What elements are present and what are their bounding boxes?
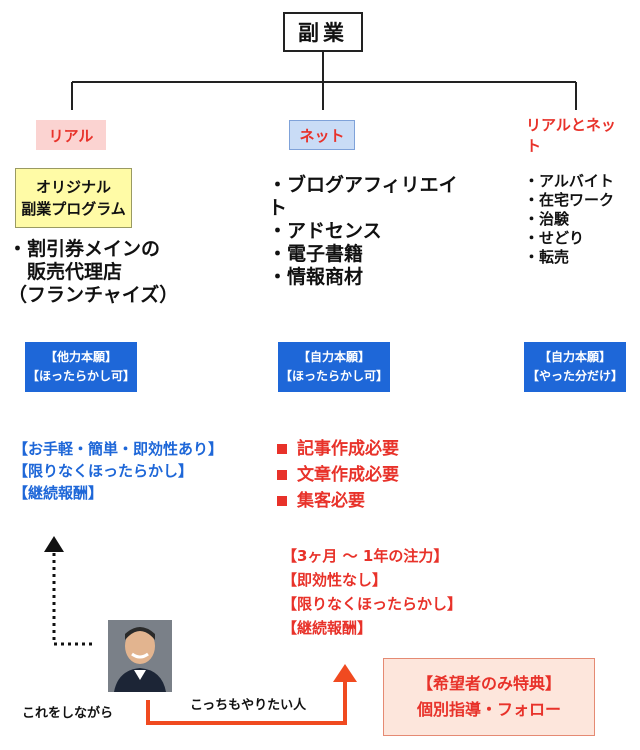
bonus-box: 【希望者のみ特典】 個別指導・フォロー (383, 658, 595, 736)
category-net: ネット (289, 120, 355, 150)
badge-line: 【ほったらかし可】 (279, 369, 388, 383)
category-net-label: ネット (299, 126, 345, 145)
red-arrow-head (333, 664, 357, 682)
red-arrow-line (146, 680, 347, 725)
list-item: ・アドセンス (268, 220, 382, 242)
real-item-list: ・割引券メインの 販売代理店 （フランチャイズ） (8, 238, 188, 307)
feature-line: 【継続報酬】 (13, 484, 104, 502)
requirement-row: 集客必要 (277, 488, 399, 514)
list-item: ・アルバイト (524, 172, 614, 190)
category-real: リアル (36, 120, 106, 150)
requirement-row: 記事作成必要 (277, 436, 399, 462)
right-caption: こっちもやりたい人 (190, 698, 307, 713)
program-line-2: 副業プログラム (21, 200, 126, 218)
net-item-list: ・ブログアフィリエイト ・アドセンス ・電子書籍 ・情報商材 (268, 174, 468, 289)
square-bullet-icon (277, 444, 287, 454)
list-item: ・転売 (524, 248, 570, 266)
category-both-label: リアルとネット (526, 116, 616, 155)
badge-line: 【自力本願】 (538, 350, 611, 364)
feature-line: 【お手軽・簡単・即効性あり】 (13, 440, 224, 458)
feature-line: 【3ヶ月 ～ 1年の注力】 (282, 547, 449, 565)
feature-line: 【限りなくほったらかし】 (282, 595, 463, 613)
feature-line: 【即効性なし】 (282, 571, 388, 589)
feature-line: 【限りなくほったらかし】 (13, 462, 194, 480)
feature-line: 【継続報酬】 (282, 619, 373, 637)
category-real-label: リアル (48, 126, 94, 145)
square-bullet-icon (277, 470, 287, 480)
bonus-title: 【希望者のみ特典】 (416, 674, 561, 693)
list-item: （フランチャイズ） (8, 284, 179, 306)
left-caption: これをしながら (22, 706, 114, 721)
square-bullet-icon (277, 496, 287, 506)
net-badge: 【自力本願】 【ほったらかし可】 (278, 342, 390, 392)
list-item: ・ブログアフィリエイト (268, 174, 458, 219)
badge-line: 【自力本願】 (297, 350, 370, 364)
net-features: 【3ヶ月 ～ 1年の注力】 【即効性なし】 【限りなくほったらかし】 【継続報酬… (282, 544, 462, 640)
badge-line: 【他力本願】 (44, 350, 117, 364)
both-item-list: ・アルバイト ・在宅ワーク ・治験 ・せどり ・転売 (524, 172, 640, 267)
original-program-box: オリジナル 副業プログラム (15, 168, 132, 228)
net-requirements: 記事作成必要 文章作成必要 集客必要 (277, 436, 399, 514)
list-item: 販売代理店 (8, 261, 123, 283)
list-item: ・治験 (524, 210, 570, 228)
root-label: 副業 (298, 21, 348, 45)
real-badge: 【他力本願】 【ほったらかし可】 (25, 342, 137, 392)
person-photo (108, 620, 172, 692)
requirement-label: 文章作成必要 (297, 465, 399, 485)
list-item: ・せどり (524, 229, 585, 247)
bonus-detail: 個別指導・フォロー (416, 700, 561, 719)
real-features: 【お手軽・簡単・即効性あり】 【限りなくほったらかし】 【継続報酬】 (13, 438, 223, 504)
dotted-arrow-line (52, 552, 92, 646)
dotted-arrow-head (44, 536, 64, 552)
badge-line: 【やった分だけ】 (526, 369, 623, 383)
badge-line: 【ほったらかし可】 (26, 369, 135, 383)
requirement-label: 記事作成必要 (297, 439, 399, 459)
both-badge: 【自力本願】 【やった分だけ】 (524, 342, 626, 392)
program-line-1: オリジナル (35, 178, 111, 196)
category-both: リアルとネット (526, 116, 626, 155)
list-item: ・割引券メインの (8, 238, 161, 260)
requirement-row: 文章作成必要 (277, 462, 399, 488)
list-item: ・在宅ワーク (524, 191, 615, 209)
requirement-label: 集客必要 (297, 491, 365, 511)
list-item: ・電子書籍 (268, 243, 364, 265)
list-item: ・情報商材 (268, 266, 364, 288)
root-node: 副業 (283, 12, 363, 52)
person-icon (108, 620, 172, 692)
